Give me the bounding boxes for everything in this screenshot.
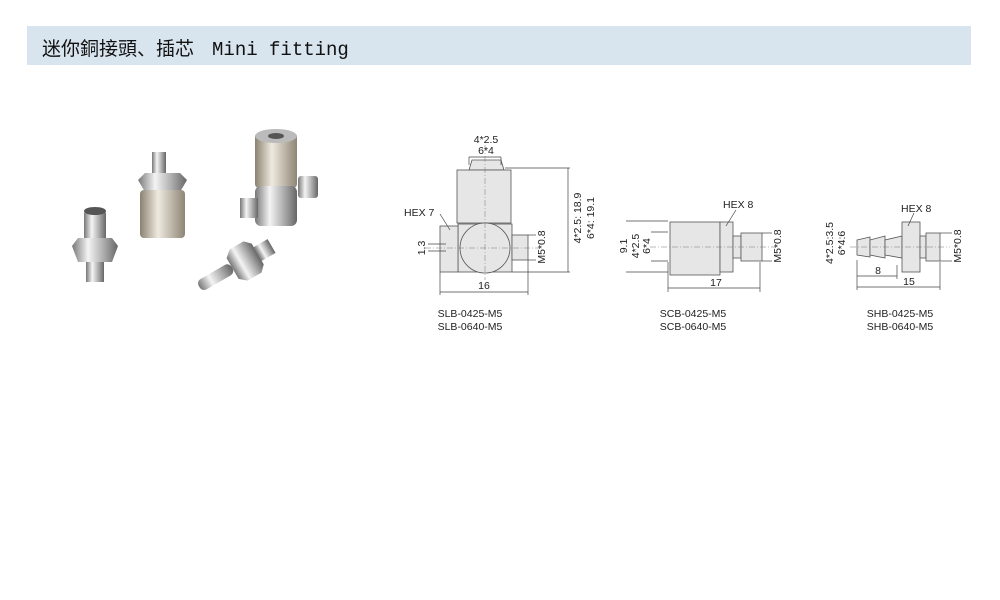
- dim-label: 9.1: [618, 239, 630, 254]
- model-number: SCB-0640-M5: [660, 321, 727, 333]
- model-number: SHB-0640-M5: [867, 321, 934, 333]
- hex-label: HEX 8: [723, 199, 754, 211]
- title-en: Mini fitting: [212, 39, 349, 61]
- section-header: 迷你銅接頭、插芯 Mini fitting: [27, 26, 971, 65]
- diagram-scb: HEX 8 9.1 4*2.5 6*4 17 M5*0.8 SCB-0425-M…: [618, 199, 784, 333]
- thread-label: M5*0.8: [536, 230, 548, 263]
- dim-label: 8: [875, 265, 881, 277]
- knurled-elbow-fitting: [240, 129, 318, 226]
- model-number: SCB-0425-M5: [660, 308, 727, 320]
- hose-barb-fitting: [198, 239, 276, 290]
- title-cn: 迷你銅接頭、插芯: [42, 39, 195, 60]
- model-number: SLB-0425-M5: [438, 308, 503, 320]
- thread-label: M5*0.8: [952, 229, 964, 262]
- dim-label: 4*2.5: [474, 134, 499, 146]
- dim-label: 4*2.5: 18.9: [572, 192, 584, 243]
- model-number: SHB-0425-M5: [867, 308, 934, 320]
- dim-label: 4*2.5:3.5: [824, 222, 836, 264]
- knurled-straight-fitting: [138, 152, 187, 238]
- diagram-slb: 4*2.5 6*4 HEX 7 1.3 16 M5*0.8 4*2.5: 18.…: [404, 134, 597, 333]
- product-photo: [72, 129, 318, 290]
- diagram-shb: HEX 8 4*2.5:3.5 6*4:6 8 15 M5*0.8 SHB-04…: [824, 203, 964, 333]
- hex-label: HEX 8: [901, 203, 932, 215]
- dim-label: 6*4: 19.1: [585, 197, 597, 239]
- dim-label: 15: [903, 276, 915, 288]
- dim-label: 1.3: [416, 241, 428, 256]
- section-title: 迷你銅接頭、插芯 Mini fitting: [42, 34, 349, 61]
- dim-label: 6*4: [478, 145, 494, 157]
- dim-label: 17: [710, 277, 722, 289]
- model-number: SLB-0640-M5: [438, 321, 503, 333]
- barb-straight-fitting: [72, 207, 118, 282]
- dim-label: 6*4:6: [836, 231, 848, 256]
- dim-label: 4*2.5: [630, 234, 642, 259]
- thread-label: M5*0.8: [772, 229, 784, 262]
- dim-label: 6*4: [641, 238, 653, 254]
- hex-label: HEX 7: [404, 207, 435, 219]
- dim-label: 16: [478, 280, 490, 292]
